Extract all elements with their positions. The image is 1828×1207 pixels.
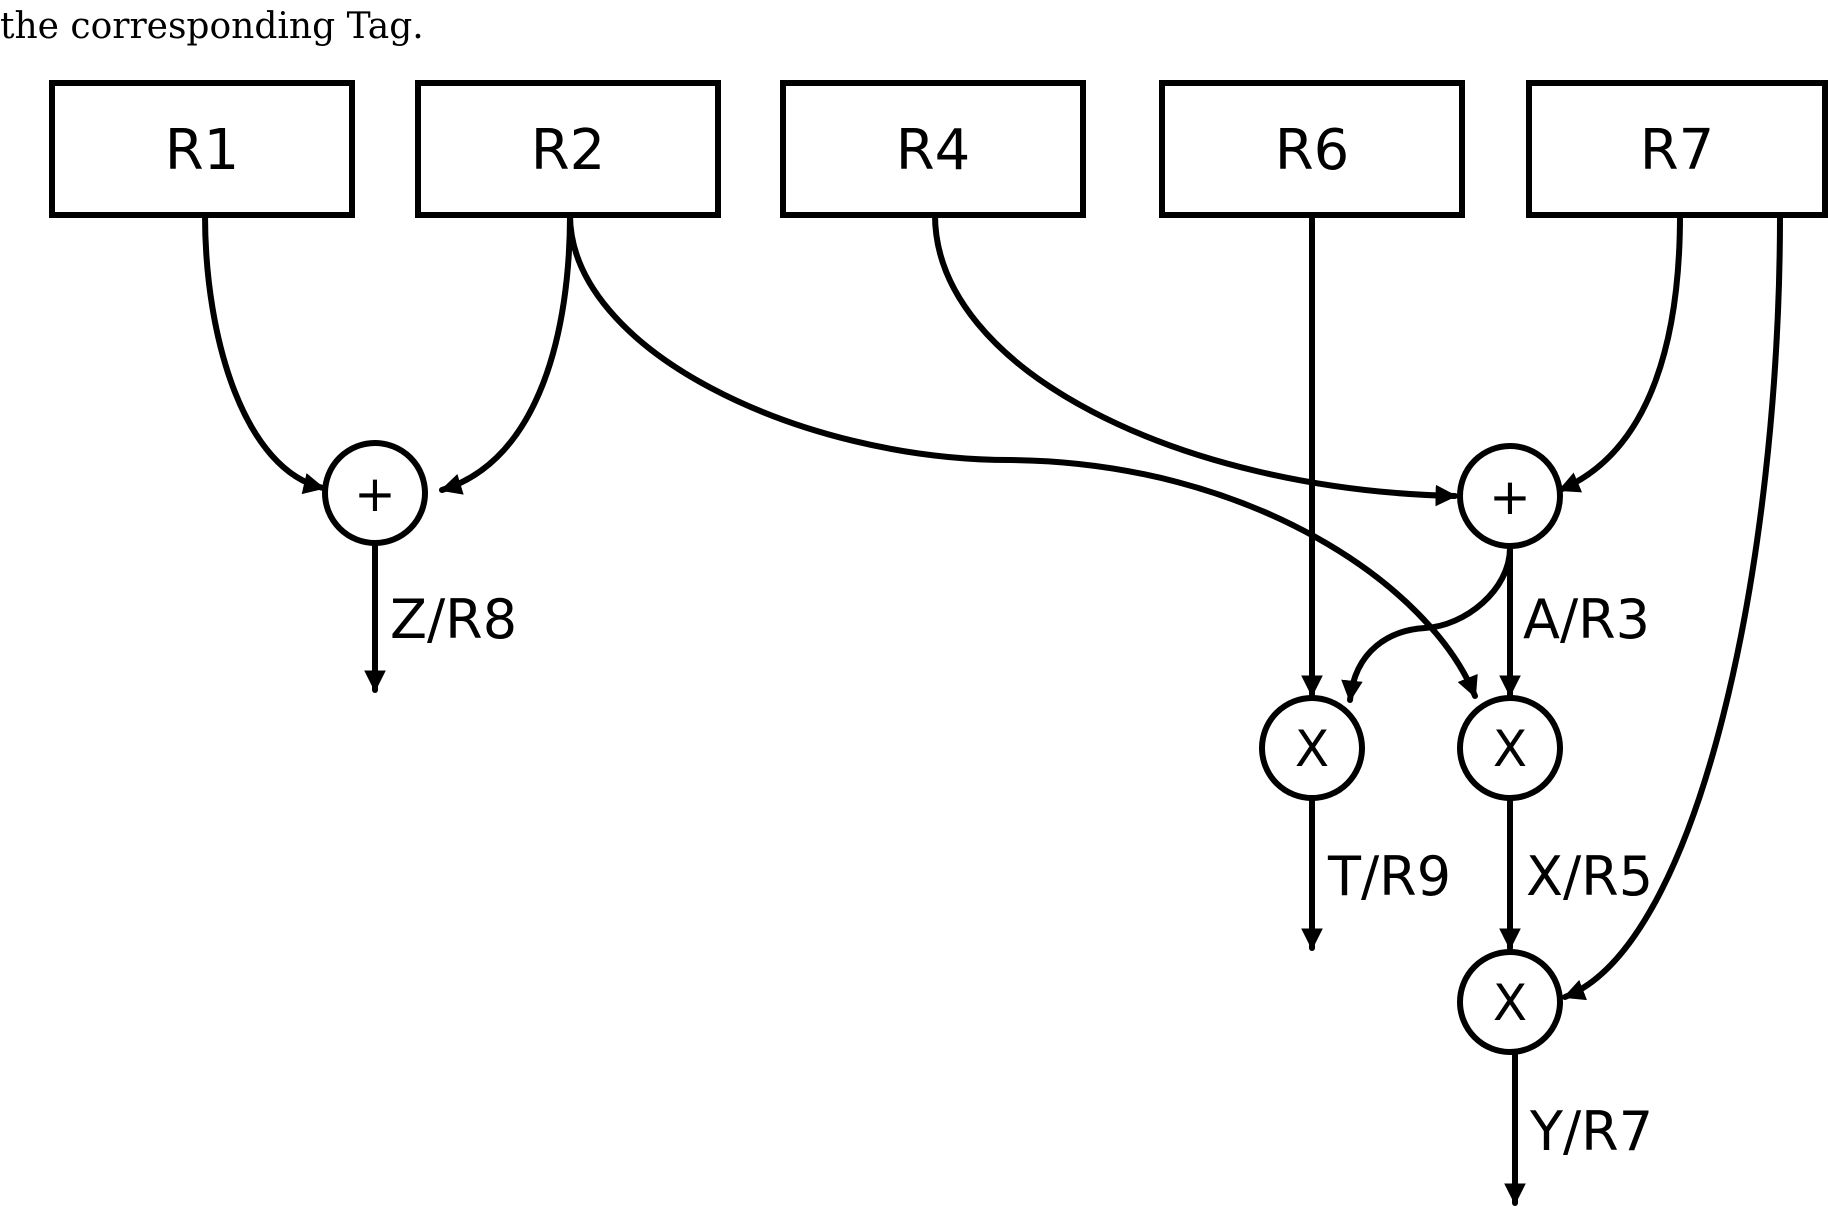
multiply-symbol: X	[1295, 720, 1329, 778]
multiply-node-1: X	[1259, 695, 1365, 801]
multiply-symbol: X	[1493, 974, 1527, 1032]
edge-r2-to-mul2	[567, 212, 1478, 699]
register-r2: R2	[415, 80, 721, 218]
plus-symbol: +	[354, 465, 396, 523]
add-node-2: +	[1457, 443, 1563, 549]
register-r6: R6	[1159, 80, 1465, 218]
register-r4: R4	[780, 80, 1086, 218]
register-label: R4	[896, 118, 971, 183]
register-label: R1	[165, 118, 240, 183]
output-label-t-r9: T/R9	[1327, 845, 1451, 908]
caption: the corresponding Tag.	[0, 6, 424, 47]
edge-r4-to-add2	[932, 212, 1458, 507]
register-label: R2	[531, 118, 606, 183]
edge-r7-to-add2	[1557, 212, 1683, 493]
edge-r2-to-add1	[439, 212, 573, 495]
edge-r1-to-add1	[202, 212, 326, 495]
output-label-y-r7: Y/R7	[1529, 1100, 1653, 1163]
multiply-node-3: X	[1457, 949, 1563, 1055]
add-node-1: +	[322, 440, 428, 546]
edge-a-r3-to-mul1	[1341, 545, 1513, 703]
register-label: R6	[1275, 118, 1350, 183]
output-label-z-r8: Z/R8	[390, 588, 517, 651]
multiply-node-2: X	[1457, 695, 1563, 801]
multiply-symbol: X	[1493, 720, 1527, 778]
register-r7: R7	[1526, 80, 1828, 218]
output-label-a-r3: A/R3	[1523, 588, 1650, 651]
register-label: R7	[1640, 118, 1715, 183]
edges	[202, 212, 1783, 1206]
output-label-x-r5: X/R5	[1526, 845, 1653, 908]
edge-r7-to-mul3	[1562, 212, 1783, 1001]
register-r1: R1	[49, 80, 355, 218]
plus-symbol: +	[1489, 468, 1531, 526]
